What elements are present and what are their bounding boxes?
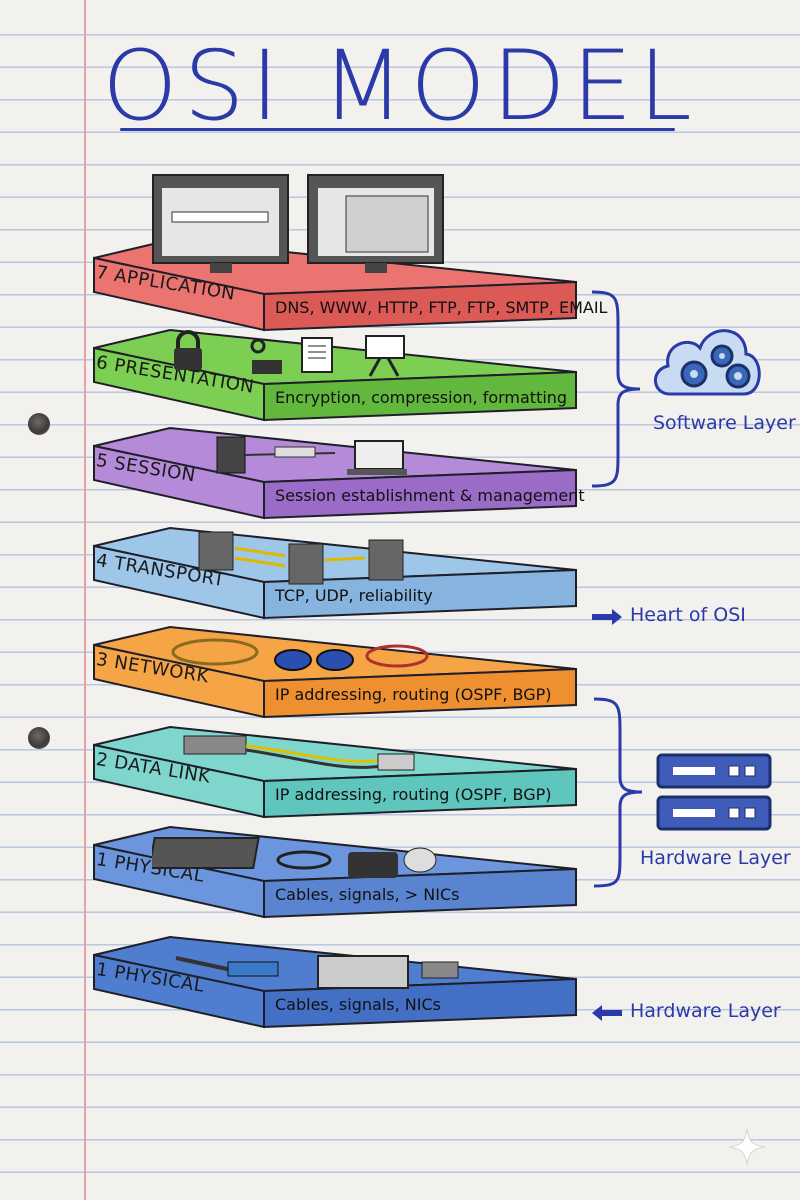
server-icon bbox=[198, 531, 404, 585]
layer-description: IP addressing, routing (OSPF, BGP) bbox=[275, 785, 552, 804]
heart-of-osi-label: Heart of OSI bbox=[630, 604, 746, 626]
punch-hole bbox=[28, 413, 50, 435]
switch-icon bbox=[183, 735, 415, 771]
sparkle-icon bbox=[728, 1128, 766, 1166]
layer-description: TCP, UDP, reliability bbox=[275, 586, 433, 605]
layer-front-face bbox=[263, 767, 577, 819]
layer-description: IP addressing, routing (OSPF, BGP) bbox=[275, 685, 552, 704]
layer-description: Session establishment & management bbox=[275, 486, 585, 505]
hardware-layer-bottom-label: Hardware Layer bbox=[630, 1000, 781, 1022]
layer-description: Cables, signals, NICs bbox=[275, 995, 441, 1014]
layer-front-face bbox=[263, 280, 577, 332]
hardware-layer-label: Hardware Layer bbox=[640, 847, 791, 869]
layer-slab bbox=[93, 426, 577, 520]
server-rack-icon bbox=[656, 753, 772, 831]
layer-description: Cables, signals, > NICs bbox=[275, 885, 460, 904]
layer-description: DNS, WWW, HTTP, FTP, FTP, SMTP, EMAIL bbox=[275, 298, 608, 317]
layer-slab bbox=[93, 328, 577, 422]
lock-icon bbox=[174, 330, 405, 377]
nic-card-icon bbox=[152, 837, 437, 878]
page-title: OSI MODEL bbox=[102, 30, 698, 142]
cable-icon bbox=[175, 955, 459, 989]
router-icon bbox=[171, 638, 429, 671]
layer-slab bbox=[93, 725, 577, 819]
arrow-right-icon bbox=[592, 609, 622, 625]
layer-front-face bbox=[263, 568, 577, 620]
hardware-brace bbox=[593, 697, 643, 888]
monitor-icon bbox=[152, 174, 444, 273]
margin-line bbox=[84, 0, 86, 1200]
layer-front-face bbox=[263, 370, 577, 422]
layer-front-face bbox=[263, 667, 577, 719]
cloud-gears-icon bbox=[654, 329, 761, 396]
layer-front-face bbox=[263, 468, 577, 520]
software-layer-label: Software Layer bbox=[653, 412, 796, 434]
punch-hole bbox=[28, 727, 50, 749]
title-underline bbox=[120, 128, 675, 131]
layer-description: Encryption, compression, formatting bbox=[275, 388, 568, 407]
layer-front-face bbox=[263, 867, 577, 919]
arrow-left-icon bbox=[592, 1005, 622, 1021]
software-brace bbox=[591, 290, 641, 488]
layer-front-face bbox=[263, 977, 577, 1029]
server-icon bbox=[216, 436, 407, 475]
